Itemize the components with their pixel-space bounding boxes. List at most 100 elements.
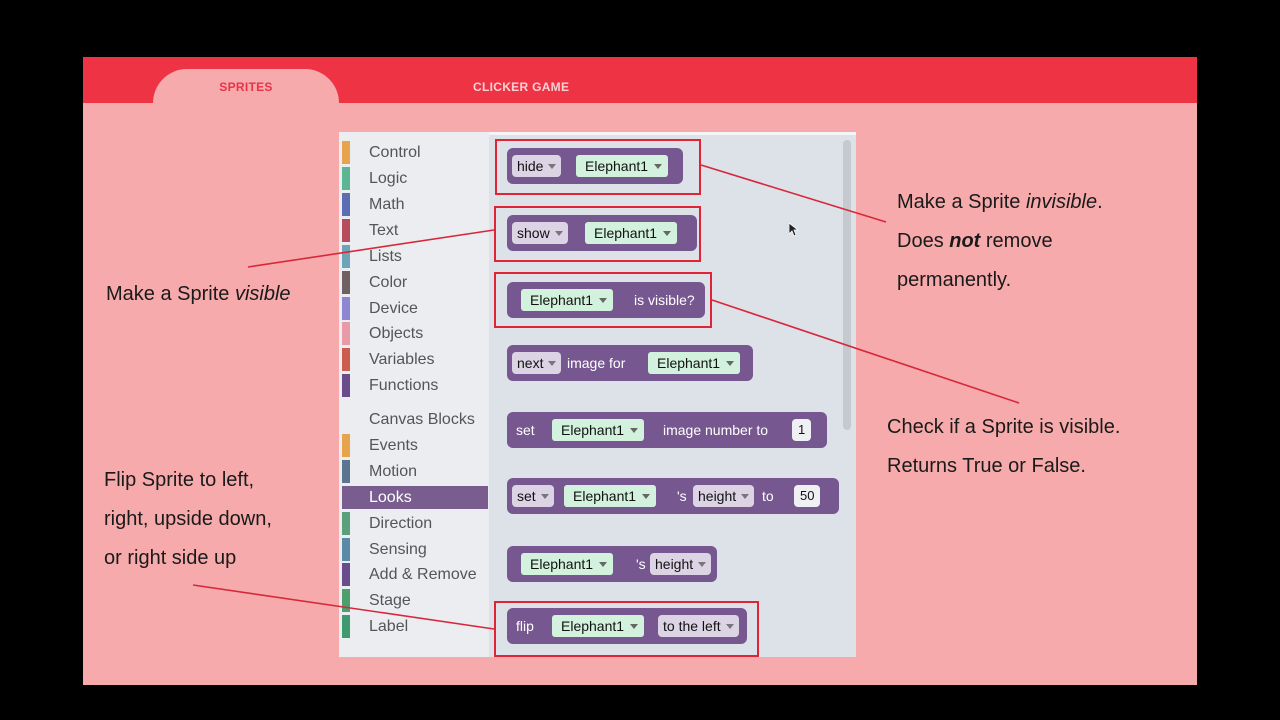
height-value-input[interactable]: 50 [794,485,821,507]
tab-sprites[interactable]: SPRITES [153,69,339,103]
category-label: Add & Remove [369,566,477,583]
possessive-text: 's [636,556,646,572]
annotation-flip: Flip Sprite to left, right, upside down,… [104,469,272,569]
category-label[interactable]: Label [339,615,489,638]
sprite-dropdown[interactable]: Elephant1 [552,615,645,637]
category-stage[interactable]: Stage [339,589,489,612]
category-label: Label [369,618,409,635]
pointer-line-visible [247,229,495,268]
category-label: Looks [369,489,412,506]
set-text: set [516,422,535,438]
hide-block[interactable]: hide Elephant1 [507,148,683,184]
category-motion[interactable]: Motion [339,460,489,483]
category-logic[interactable]: Logic [339,167,489,190]
property-dropdown[interactable]: height [650,553,712,575]
category-device[interactable]: Device [339,297,489,320]
category-color-swatch [342,219,350,242]
category-color-swatch [342,193,350,216]
sprite-dropdown[interactable]: Elephant1 [648,352,741,374]
sprite-dropdown[interactable]: Elephant1 [585,222,678,244]
category-color-swatch [342,297,350,320]
category-color-swatch [342,512,350,535]
show-block[interactable]: show Elephant1 [507,215,697,251]
category-color-swatch [342,348,350,371]
get-height-block[interactable]: Elephant1 's height [507,546,717,582]
category-lists[interactable]: Lists [339,245,489,268]
category-control[interactable]: Control [339,141,489,164]
pointer-line-invisible [700,164,887,223]
property-dropdown[interactable]: height [693,485,755,507]
category-add-remove[interactable]: Add & Remove [339,563,489,586]
flip-block[interactable]: flip Elephant1 to the left [507,608,747,644]
category-label: Math [369,196,405,213]
category-math[interactable]: Math [339,193,489,216]
category-label: Direction [369,515,433,532]
pointer-line-check [711,299,1020,404]
sprite-dropdown[interactable]: Elephant1 [552,419,645,441]
flip-block-highlight [494,601,759,657]
workspace-scrollbar[interactable] [843,140,851,430]
show-block-highlight [494,206,701,262]
next-image-block[interactable]: next image for Elephant1 [507,345,753,381]
category-label: Events [369,437,418,454]
sprite-dropdown[interactable]: Elephant1 [521,553,614,575]
category-canvas-blocks[interactable]: Canvas Blocks [339,408,489,431]
category-label: Lists [369,248,402,265]
hide-op-dropdown[interactable]: hide [512,155,562,177]
category-color-swatch [342,563,350,586]
image-number-input[interactable]: 1 [792,419,812,441]
show-op-dropdown[interactable]: show [512,222,568,244]
category-color[interactable]: Color [339,271,489,294]
next-op-dropdown[interactable]: next [512,352,562,374]
category-text[interactable]: Text [339,219,489,242]
annotation-visible: Make a Sprite visible [106,283,291,305]
category-looks[interactable]: Looks [342,486,488,509]
category-events[interactable]: Events [339,434,489,457]
tab-clicker-game[interactable]: CLICKER GAME [473,80,570,94]
category-label: Stage [369,592,411,609]
category-color-swatch [342,245,350,268]
annotation-check-visible: Check if a Sprite is visible. Returns Tr… [887,416,1121,477]
possessive-text: 's [677,488,687,504]
category-direction[interactable]: Direction [339,512,489,535]
category-label: Objects [369,325,424,342]
category-color-swatch [342,322,350,345]
pointer-line-flip [192,584,495,630]
image-for-text: image for [567,355,626,371]
category-label: Text [369,222,399,239]
flip-direction-dropdown[interactable]: to the left [658,615,739,637]
category-label: Variables [369,351,435,368]
sprite-dropdown[interactable]: Elephant1 [521,289,614,311]
sprite-dropdown[interactable]: Elephant1 [564,485,657,507]
is-visible-block[interactable]: Elephant1 is visible? [507,282,705,318]
category-variables[interactable]: Variables [339,348,489,371]
category-color-swatch [342,271,350,294]
category-label: Functions [369,377,439,394]
set-image-number-block[interactable]: set Elephant1 image number to 1 [507,412,827,448]
category-color-swatch [342,374,350,397]
flip-text: flip [516,618,534,634]
sprite-dropdown[interactable]: Elephant1 [576,155,669,177]
category-functions[interactable]: Functions [339,374,489,397]
category-label: Device [369,300,418,317]
set-op-dropdown[interactable]: set [512,485,554,507]
category-label: Control [369,144,421,161]
category-label: Sensing [369,541,427,558]
category-label: Color [369,274,408,291]
is-visible-block-highlight [494,272,712,328]
category-sensing[interactable]: Sensing [339,538,489,561]
category-objects[interactable]: Objects [339,322,489,345]
hide-block-highlight [495,139,701,195]
category-label: Logic [369,170,408,187]
annotation-invisible: Make a Sprite invisible. Does not remove… [897,191,1103,291]
to-text: to [762,488,774,504]
editor-top-strip [339,132,856,135]
category-label: Motion [369,463,418,480]
category-color-swatch [342,615,350,638]
category-label: Canvas Blocks [369,411,475,428]
set-height-block[interactable]: set Elephant1 's height to 50 [507,478,839,514]
category-color-swatch [342,538,350,561]
